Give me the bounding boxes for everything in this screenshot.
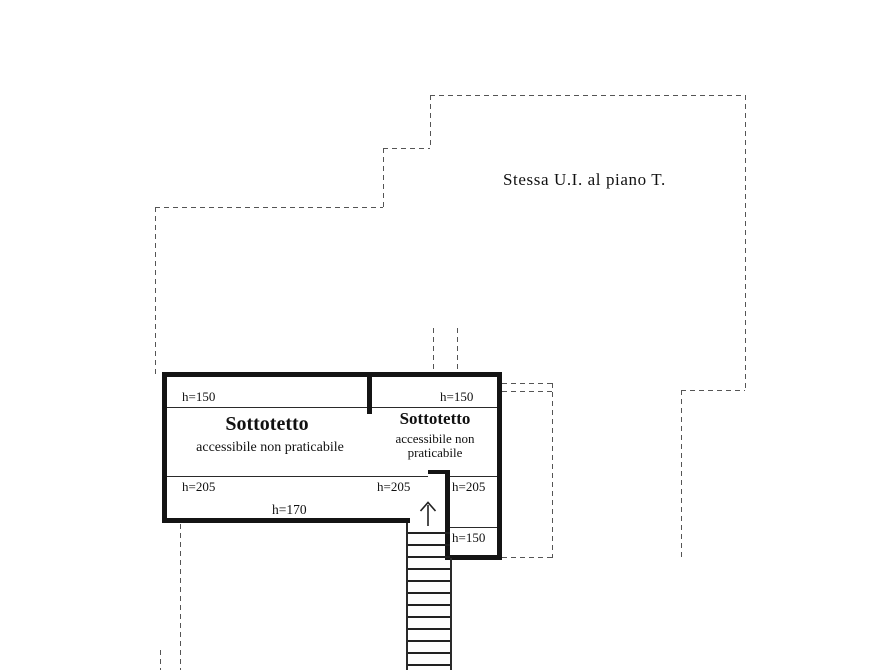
dashed-boundary-line — [160, 650, 161, 670]
right-room-height-middle-right: h=205 — [452, 479, 486, 494]
dashed-boundary-line — [155, 207, 383, 208]
dashed-projection-line — [552, 383, 553, 558]
wall-segment-top — [162, 372, 502, 377]
height-contour-line — [167, 407, 367, 408]
dashed-flue-line — [433, 328, 434, 374]
dashed-boundary-line — [383, 148, 384, 207]
right-room-description-line2: praticabile — [407, 445, 463, 460]
dashed-boundary-line — [430, 95, 746, 96]
height-contour-line — [450, 527, 497, 528]
dashed-flue-line — [457, 328, 458, 374]
stair-tread — [408, 604, 450, 606]
dashed-projection-line — [502, 391, 552, 392]
right-room-title: Sottotetto — [399, 409, 471, 428]
dashed-boundary-line — [681, 390, 682, 560]
dashed-boundary-line — [430, 95, 431, 148]
dashed-boundary-line — [155, 207, 156, 374]
dashed-boundary-line — [383, 148, 430, 149]
wall-segment-stairwell — [445, 470, 450, 560]
wall-segment-right — [497, 372, 502, 560]
left-room-title: Sottotetto — [225, 413, 309, 435]
right-room-height-middle-left: h=205 — [377, 479, 411, 494]
right-room-height-lower: h=150 — [452, 530, 486, 545]
stair-tread — [408, 640, 450, 642]
wall-segment-step — [428, 470, 450, 474]
wall-segment-divider — [367, 372, 372, 414]
stair-tread — [408, 628, 450, 630]
stair-tread — [408, 568, 450, 570]
stair-tread — [408, 616, 450, 618]
stairs-up-arrow-icon — [419, 501, 437, 526]
height-contour-line — [167, 476, 428, 477]
left-room-height-middle: h=205 — [182, 479, 216, 494]
stair-tread — [408, 580, 450, 582]
left-room-height-bottom: h=170 — [272, 502, 307, 517]
stair-tread — [408, 592, 450, 594]
stairwell-wall-right — [450, 558, 452, 670]
dashed-projection-line — [502, 557, 552, 558]
stair-tread — [408, 652, 450, 654]
dashed-boundary-line — [681, 390, 745, 391]
stair-tread — [408, 532, 450, 534]
stairwell-wall-left — [406, 523, 408, 670]
dashed-boundary-line — [180, 524, 181, 670]
stair-tread — [408, 664, 450, 666]
dashed-boundary-line — [745, 95, 746, 390]
wall-segment-bottom-right — [445, 555, 502, 560]
right-room-height-top: h=150 — [440, 389, 474, 404]
wall-segment-left — [162, 372, 167, 523]
stair-tread — [408, 556, 450, 558]
upper-unit-label: Stessa U.I. al piano T. — [503, 170, 666, 189]
dashed-projection-line — [502, 383, 552, 384]
wall-segment-bottom — [162, 518, 410, 523]
stair-tread — [408, 544, 450, 546]
left-room-description: accessibile non praticabile — [196, 440, 344, 455]
height-contour-line — [372, 407, 497, 408]
left-room-height-top: h=150 — [182, 389, 216, 404]
right-room-description-line1: accessibile non — [395, 431, 475, 446]
height-contour-line — [450, 476, 497, 477]
